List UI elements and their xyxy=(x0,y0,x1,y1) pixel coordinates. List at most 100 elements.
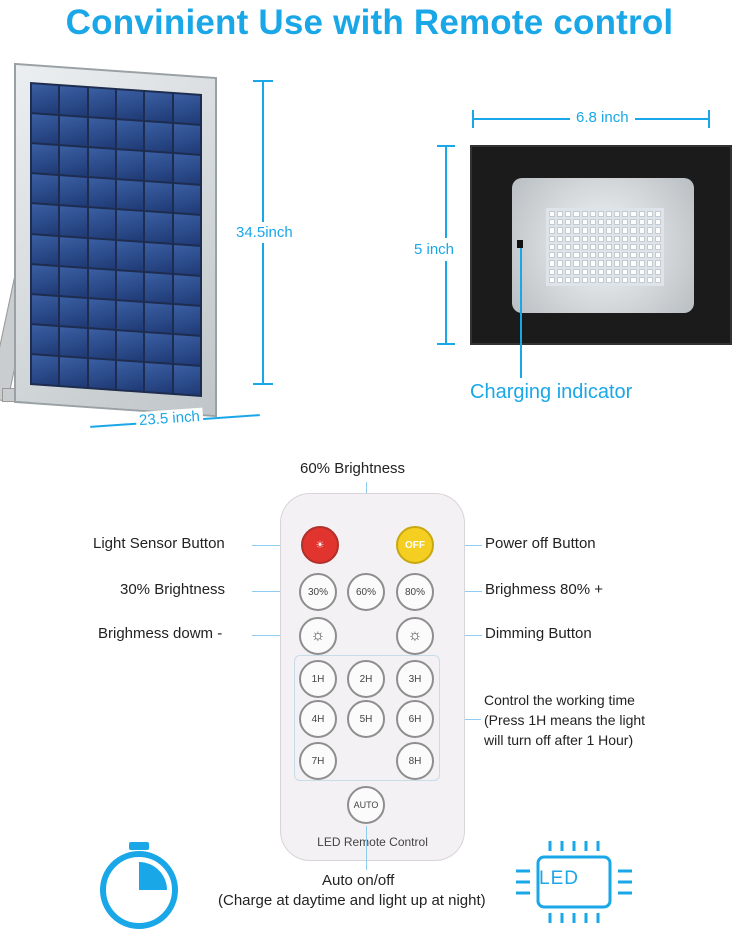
led-chip xyxy=(597,235,604,242)
led-chip xyxy=(573,260,580,267)
timer-8h-button[interactable]: 8H xyxy=(396,742,434,780)
solar-panel-cells xyxy=(30,81,202,398)
light-width-label: 6.8 inch xyxy=(570,109,635,126)
led-chip xyxy=(589,219,596,226)
solar-cell xyxy=(117,300,144,331)
led-chip xyxy=(589,227,596,234)
led-chip xyxy=(573,235,580,242)
led-chip xyxy=(654,252,661,259)
dimming-button[interactable]: ☼ xyxy=(396,617,434,655)
solar-cell xyxy=(145,362,172,393)
auto-button[interactable]: AUTO xyxy=(347,786,385,824)
led-chip xyxy=(638,276,645,283)
label-timer-2: (Press 1H means the light xyxy=(484,712,646,728)
label-80-brightness: Brighmess 80% + xyxy=(485,581,603,598)
led-chip xyxy=(581,276,588,283)
timer-4h-button[interactable]: 4H xyxy=(299,700,337,738)
timer-2h-button[interactable]: 2H xyxy=(347,660,385,698)
solar-cell xyxy=(60,356,87,387)
solar-cell xyxy=(32,204,59,235)
solar-cell xyxy=(173,154,200,185)
solar-cell xyxy=(88,298,115,329)
led-chip xyxy=(565,235,572,242)
led-chip xyxy=(557,260,564,267)
pointer-30 xyxy=(252,591,300,592)
led-chip xyxy=(597,219,604,226)
led-chip xyxy=(622,235,629,242)
solar-cell xyxy=(60,116,87,147)
led-chip xyxy=(549,268,556,275)
led-chip xyxy=(565,260,572,267)
led-chip xyxy=(638,211,645,218)
solar-cell xyxy=(173,184,200,215)
solar-cell xyxy=(32,144,59,175)
led-chip xyxy=(573,276,580,283)
solar-cell xyxy=(88,238,115,269)
led-chip xyxy=(597,252,604,259)
led-chip-icon xyxy=(516,841,632,923)
solar-cell xyxy=(32,264,59,295)
led-chip xyxy=(622,219,629,226)
solar-cell xyxy=(145,122,172,153)
solar-cell xyxy=(117,90,144,121)
solar-cell xyxy=(173,274,200,305)
timer-3h-button[interactable]: 3H xyxy=(396,660,434,698)
label-auto-2: (Charge at daytime and light up at night… xyxy=(218,892,486,909)
timer-7h-button[interactable]: 7H xyxy=(299,742,337,780)
brightness-80-button[interactable]: 80% xyxy=(396,573,434,611)
solar-cell xyxy=(88,88,115,119)
led-chip xyxy=(605,219,613,226)
led-chip xyxy=(565,268,572,275)
timer-6h-button[interactable]: 6H xyxy=(396,700,434,738)
power-off-button[interactable]: OFF xyxy=(396,526,434,564)
solar-cell xyxy=(117,120,144,151)
led-chip xyxy=(565,219,572,226)
solar-cell xyxy=(60,296,87,327)
solar-cell xyxy=(88,148,115,179)
brightness-60-button[interactable]: 60% xyxy=(347,573,385,611)
led-chip xyxy=(549,235,556,242)
solar-cell xyxy=(117,210,144,241)
solar-cell xyxy=(117,270,144,301)
led-chip xyxy=(646,268,653,275)
brightness-down-button[interactable]: ☼ xyxy=(299,617,337,655)
led-chip xyxy=(597,276,604,283)
solar-cell xyxy=(145,92,172,122)
label-power-off: Power off Button xyxy=(485,535,596,552)
led-chip xyxy=(597,268,604,275)
solar-cell xyxy=(88,118,115,149)
timer-1h-button[interactable]: 1H xyxy=(299,660,337,698)
label-60-brightness: 60% Brightness xyxy=(300,460,406,477)
solar-cell xyxy=(173,244,200,275)
solar-cell xyxy=(145,272,172,303)
led-chip xyxy=(638,235,645,242)
sun-dim-icon: ☼ xyxy=(310,627,326,644)
led-chip xyxy=(630,219,637,226)
led-chip xyxy=(589,268,596,275)
led-chip xyxy=(614,211,621,218)
solar-cell xyxy=(60,326,87,357)
led-chip xyxy=(638,252,645,259)
solar-cell xyxy=(173,94,200,124)
timer-button-group xyxy=(294,655,440,781)
label-dimming: Dimming Button xyxy=(485,625,592,642)
led-chip xyxy=(630,227,637,234)
light-sensor-button[interactable]: ☀ xyxy=(301,526,339,564)
timer-5h-button[interactable]: 5H xyxy=(347,700,385,738)
solar-cell xyxy=(173,214,200,245)
brightness-30-button[interactable]: 30% xyxy=(299,573,337,611)
light-width-cap-right xyxy=(708,110,710,128)
solar-cell xyxy=(117,180,144,211)
pointer-light-sensor xyxy=(252,545,300,546)
led-chip xyxy=(573,211,580,218)
label-light-sensor: Light Sensor Button xyxy=(93,535,225,552)
led-chip xyxy=(581,227,588,234)
led-chip xyxy=(581,219,588,226)
led-chip xyxy=(581,260,588,267)
label-30-brightness: 30% Brightness xyxy=(120,581,226,598)
label-auto-1: Auto on/off xyxy=(322,872,395,889)
led-chip xyxy=(622,227,629,234)
led-chip xyxy=(605,260,613,267)
led-chip xyxy=(549,243,556,251)
led-chip xyxy=(589,252,596,259)
